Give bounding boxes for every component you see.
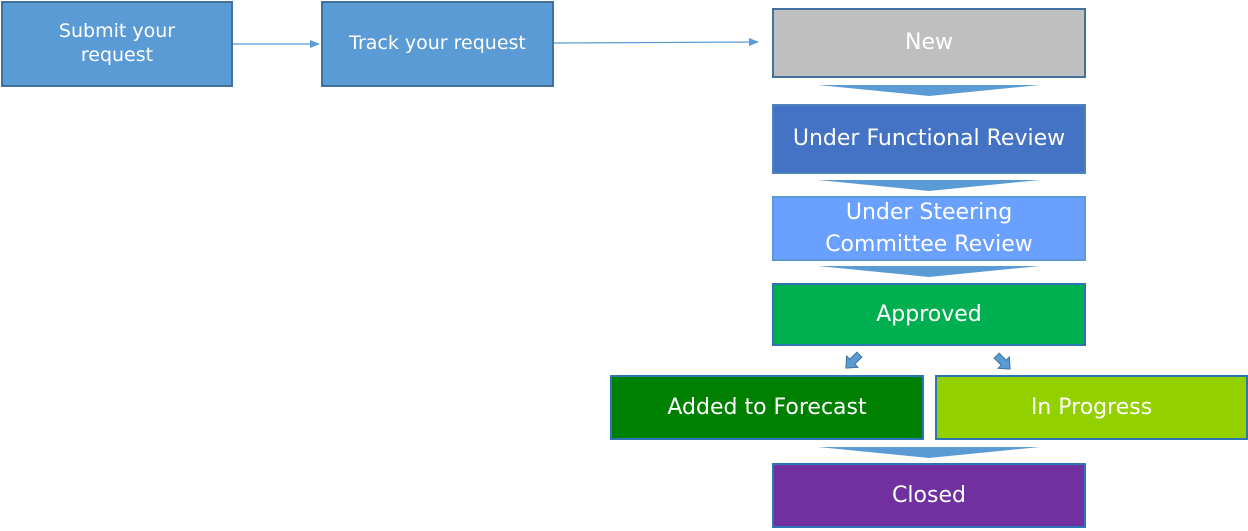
- status-in-progress-box: In Progress: [935, 375, 1248, 440]
- status-functional-review-label: Under Functional Review: [792, 126, 1066, 152]
- chevron-functional-to-steering: [818, 180, 1040, 191]
- status-added-to-forecast-label: Added to Forecast: [667, 394, 867, 420]
- status-in-progress-label: In Progress: [1030, 394, 1153, 420]
- status-closed-box: Closed: [772, 463, 1086, 528]
- track-request-label: Track your request: [349, 32, 526, 55]
- submit-request-label: Submit your request: [58, 20, 176, 66]
- status-steering-review-label: Under Steering Committee Review: [825, 199, 1033, 257]
- status-approved-box: Approved: [772, 283, 1086, 346]
- status-added-to-forecast-box: Added to Forecast: [610, 375, 924, 440]
- branch-arrow-left-icon: [845, 351, 863, 369]
- chevron-branches-to-closed: [818, 447, 1040, 458]
- status-new-box: New: [772, 8, 1086, 78]
- status-functional-review-box: Under Functional Review: [772, 104, 1086, 174]
- status-new-label: New: [905, 30, 953, 56]
- status-steering-review-box: Under Steering Committee Review: [772, 196, 1086, 261]
- status-approved-label: Approved: [876, 301, 982, 327]
- chevron-steering-to-approved: [818, 266, 1040, 277]
- status-closed-label: Closed: [892, 482, 966, 508]
- submit-request-box: Submit your request: [1, 1, 233, 87]
- chevron-new-to-functional: [818, 85, 1040, 96]
- arrow-track-to-new: [553, 38, 759, 47]
- branch-arrow-right-icon: [993, 352, 1011, 370]
- track-request-box: Track your request: [321, 1, 554, 87]
